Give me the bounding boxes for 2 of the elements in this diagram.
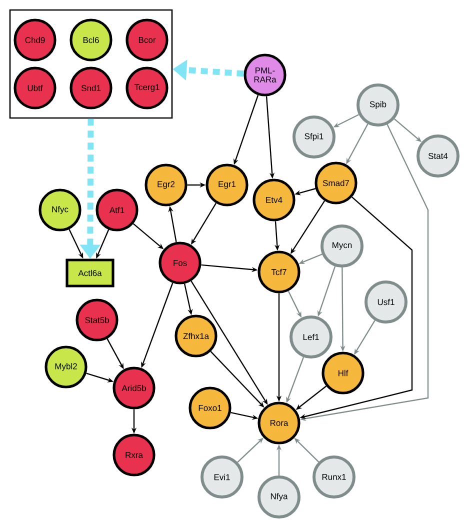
gene-box: Actl6a [66, 258, 114, 288]
group-box [9, 9, 173, 119]
